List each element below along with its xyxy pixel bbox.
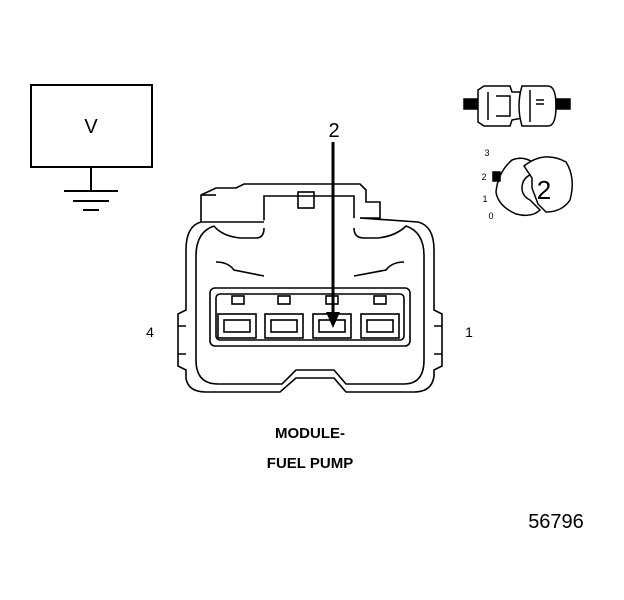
figure-number: 56796 — [528, 511, 584, 533]
fuel-pump-connector — [177, 183, 443, 393]
dial-position-1: 1 — [482, 194, 487, 204]
ground-symbol-icon — [64, 190, 118, 211]
voltmeter-label: V — [84, 116, 98, 138]
terminal-cavity-3 — [264, 313, 304, 339]
probe-adapter-icon — [463, 85, 571, 127]
dial-position-2: 2 — [481, 172, 486, 182]
dial-position-3: 3 — [484, 148, 489, 158]
terminal-cavity-4 — [217, 313, 257, 339]
dial-selected-value: 2 — [537, 175, 551, 205]
pin-label-right: 1 — [465, 324, 473, 340]
selector-dial-icon — [492, 156, 573, 217]
probe-arrow-icon — [326, 142, 340, 328]
connector-caption-line1: MODULE- — [275, 425, 345, 442]
voltmeter: V — [30, 84, 153, 190]
dial-position-0: 0 — [488, 211, 493, 221]
pin-label-left: 4 — [146, 324, 154, 340]
connector-caption-line2: FUEL PUMP — [267, 455, 353, 472]
probe-pin-label: 2 — [328, 120, 339, 142]
terminal-cavity-1 — [360, 313, 400, 339]
